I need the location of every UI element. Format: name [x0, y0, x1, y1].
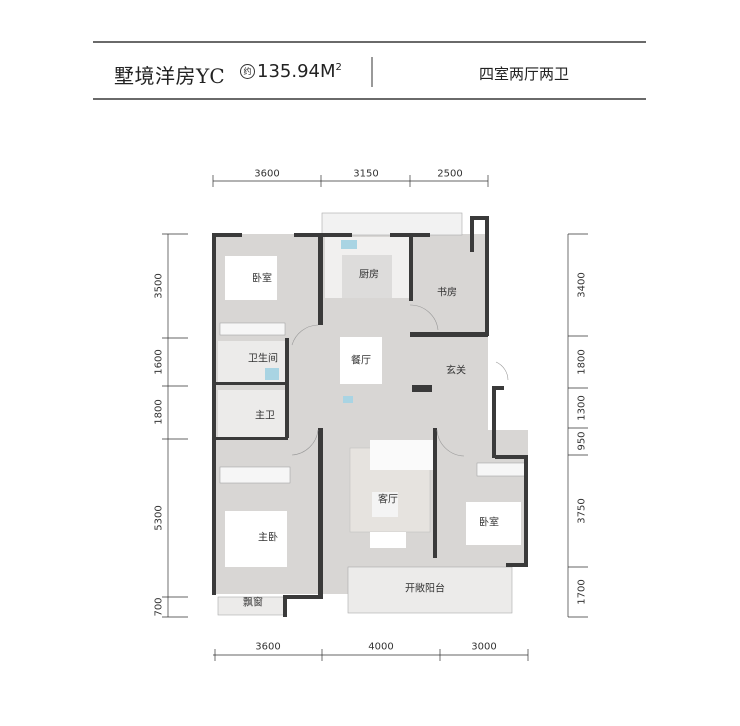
room-label-living: 客厅 — [378, 494, 398, 506]
dim-right-1: 3400 — [576, 272, 588, 298]
dim-right-2: 1800 — [576, 349, 588, 375]
dim-top-3: 2500 — [437, 168, 463, 180]
dim-left-2: 1600 — [153, 349, 165, 375]
walls — [212, 216, 528, 617]
room-label-master-bedroom: 主卧 — [258, 532, 278, 544]
room-label-kitchen: 厨房 — [359, 269, 379, 281]
room-label-bedroom-nw: 卧室 — [252, 273, 272, 285]
dim-top-2: 3150 — [353, 168, 379, 180]
floor-areas — [213, 212, 528, 616]
dim-left-4: 5300 — [153, 505, 165, 531]
room-label-bathroom: 卫生间 — [248, 353, 278, 365]
project-title: 墅境洋房YC — [114, 64, 226, 88]
room-label-bedroom-e: 卧室 — [479, 517, 499, 529]
door-swings — [291, 304, 509, 457]
dim-top-1: 3600 — [254, 168, 280, 180]
dim-bottom-1: 3600 — [255, 641, 281, 653]
layout-type: 四室两厅两卫 — [479, 65, 570, 83]
room-label-study: 书房 — [437, 287, 457, 299]
header-bottom-rule — [93, 98, 646, 100]
dim-right-4: 950 — [576, 431, 588, 451]
room-label-master-bath: 主卫 — [255, 410, 275, 422]
dim-bottom-3: 3000 — [471, 641, 497, 653]
header-separator — [371, 57, 373, 87]
room-label-balcony: 开敞阳台 — [405, 583, 445, 595]
dim-left-5: 700 — [153, 597, 165, 617]
room-label-dining: 餐厅 — [351, 355, 371, 367]
area-value: 135.94M — [257, 61, 336, 82]
dim-bottom-2: 4000 — [368, 641, 394, 653]
dim-right-3: 1300 — [576, 395, 588, 421]
room-label-bay-window: 飘窗 — [243, 597, 263, 609]
room-label-foyer: 玄关 — [446, 365, 466, 377]
dim-left-1: 3500 — [153, 273, 165, 299]
dimension-lines — [162, 175, 588, 661]
dim-right-5: 3750 — [576, 498, 588, 524]
area-prefix-badge: 约 — [240, 64, 255, 79]
header-top-rule — [93, 41, 646, 43]
dim-left-3: 1800 — [153, 399, 165, 425]
area-unit-sup: 2 — [335, 62, 342, 73]
dim-right-6: 1700 — [576, 579, 588, 605]
